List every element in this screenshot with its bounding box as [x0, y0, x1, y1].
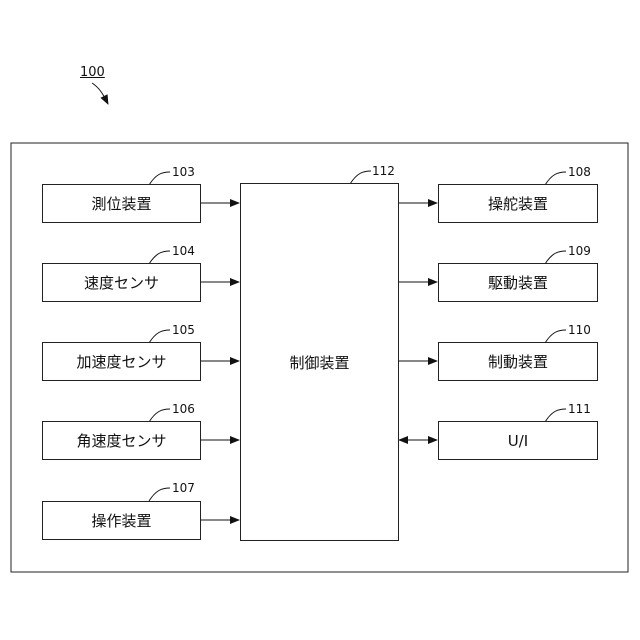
- output-block-steering: 操舵装置: [438, 184, 598, 223]
- input-ref: 105: [172, 323, 195, 337]
- input-label: 速度センサ: [84, 272, 159, 293]
- controller-block: 制御装置: [240, 183, 399, 541]
- controller-ref: 112: [372, 164, 395, 178]
- output-label: U/I: [508, 432, 528, 450]
- output-ref: 111: [568, 402, 591, 416]
- output-label: 操舵装置: [488, 193, 548, 214]
- output-block-braking: 制動装置: [438, 342, 598, 381]
- output-block-drive: 駆動装置: [438, 263, 598, 302]
- input-block-operation-device: 操作装置: [42, 501, 201, 540]
- output-ref: 108: [568, 165, 591, 179]
- output-label: 駆動装置: [488, 272, 548, 293]
- input-label: 角速度センサ: [76, 430, 166, 451]
- output-block-user-interface: U/I: [438, 421, 598, 460]
- input-ref: 106: [172, 402, 195, 416]
- figure-ref-label: 100: [80, 66, 105, 80]
- output-label: 制動装置: [488, 351, 548, 372]
- input-ref: 104: [172, 244, 195, 258]
- input-label: 加速度センサ: [76, 351, 166, 372]
- input-label: 測位装置: [91, 193, 151, 214]
- input-label: 操作装置: [91, 510, 151, 531]
- input-ref: 107: [172, 481, 195, 495]
- input-block-angular-velocity-sensor: 角速度センサ: [42, 421, 201, 460]
- output-ref: 110: [568, 323, 591, 337]
- input-ref: 103: [172, 165, 195, 179]
- input-block-positioning: 測位装置: [42, 184, 201, 223]
- controller-label: 制御装置: [289, 352, 349, 373]
- figure-ref-leader: [92, 83, 108, 104]
- input-block-acceleration-sensor: 加速度センサ: [42, 342, 201, 381]
- output-ref: 109: [568, 244, 591, 258]
- input-block-speed-sensor: 速度センサ: [42, 263, 201, 302]
- ref-leader-107: [149, 488, 170, 501]
